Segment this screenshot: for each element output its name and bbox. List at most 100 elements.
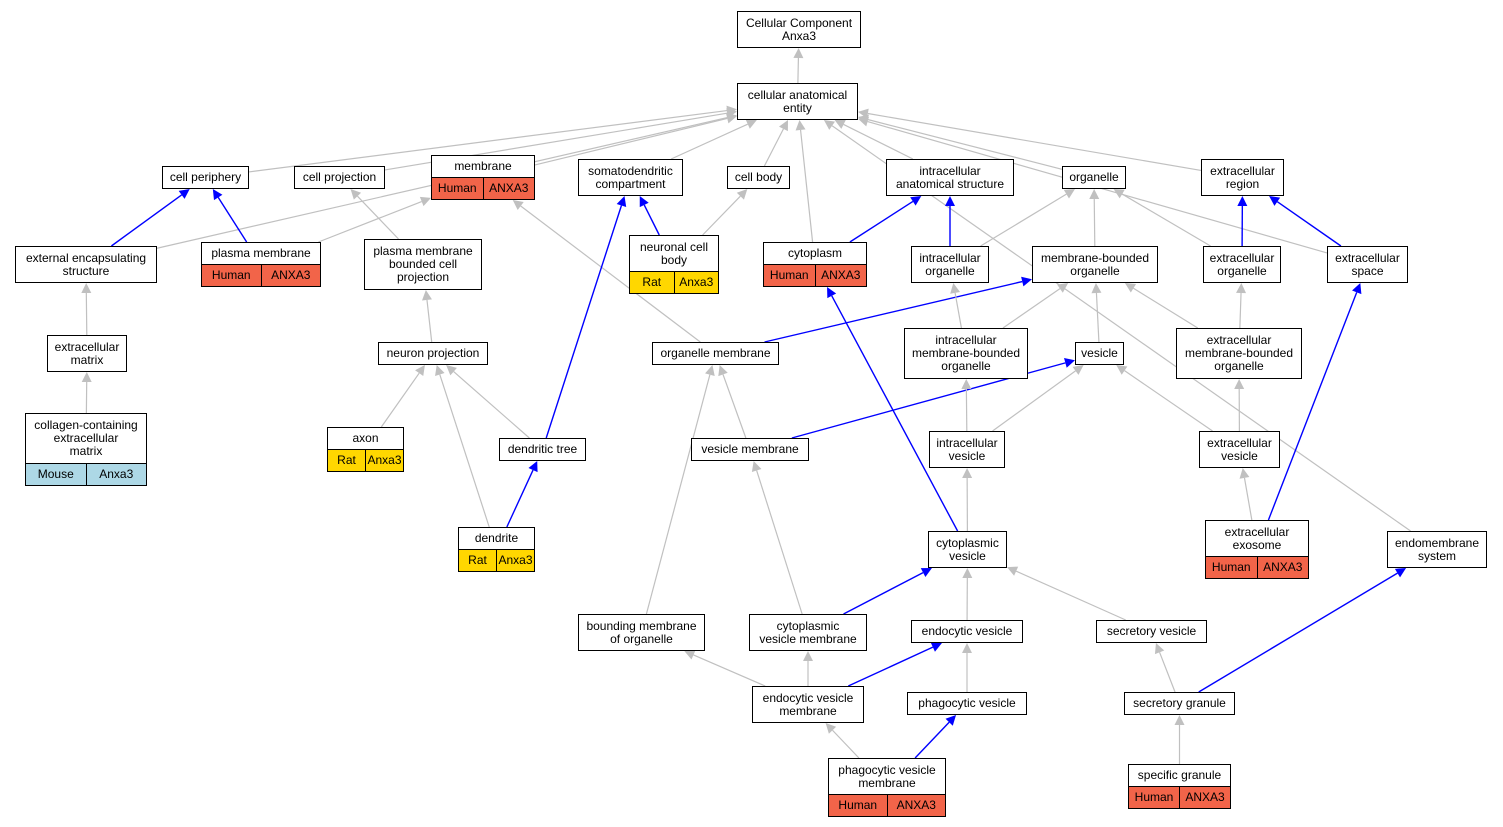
node-extracellular-membrane-bounded-organelle[interactable]: extracellular membrane-bounded organelle [1176, 328, 1302, 379]
node-membrane-bounded-organelle[interactable]: membrane-bounded organelle [1032, 246, 1158, 283]
node-cytoplasmic-vesicle-membrane[interactable]: cytoplasmic vesicle membrane [749, 614, 867, 651]
node-organelle[interactable]: organelle [1062, 166, 1126, 189]
node-intracellular-organelle[interactable]: intracellular organelle [911, 246, 989, 283]
species-badge: Human [764, 265, 815, 286]
edge-membrane-to-cae [534, 117, 728, 166]
edge-secgran-to-endomem [1198, 572, 1398, 693]
node-label: intracellular anatomical structure [895, 163, 1005, 191]
edge-neuproj-to-pmbcp [426, 299, 433, 343]
edge-axon-to-neuproj [380, 372, 420, 428]
edge-arrowhead [528, 461, 538, 473]
edge-imbo-to-mbo [1002, 288, 1061, 329]
node-intracellular-anatomical-structure[interactable]: intracellular anatomical structure [886, 159, 1014, 196]
edge-bmo-to-orgmem [645, 374, 711, 615]
node-neuron-projection[interactable]: neuron projection [378, 342, 488, 365]
node-label: axon [352, 431, 379, 445]
edge-arrowhead [718, 365, 728, 377]
edge-arrowhead [1124, 283, 1137, 293]
edge-pmbcp-to-cellproj [357, 195, 399, 240]
node-secretory-granule[interactable]: secretory granule [1124, 692, 1235, 715]
edge-arrowhead [858, 116, 869, 127]
node-label: neuronal cell body [639, 239, 709, 267]
node-intracellular-vesicle[interactable]: intracellular vesicle [929, 431, 1005, 468]
edge-arrowhead [778, 120, 789, 132]
node-somatodendritic-compartment[interactable]: somatodendritic compartment [578, 159, 683, 196]
node-endomembrane-system[interactable]: endomembrane system [1387, 531, 1487, 568]
node-extracellular-organelle[interactable]: extracellular organelle [1203, 246, 1281, 283]
edge-arrowhead [910, 196, 922, 206]
node-label: Cellular Component Anxa3 [745, 15, 853, 43]
node-label: plasma membrane [211, 246, 311, 260]
edge-arrowhead [81, 283, 92, 294]
edge-ncb-to-cellbody [702, 195, 741, 236]
edge-embo-to-extorg [1239, 292, 1242, 329]
node-cellular-component-root[interactable]: Cellular Component Anxa3 [737, 11, 861, 48]
node-intracellular-membrane-bounded-organelle[interactable]: intracellular membrane-bounded organelle [904, 328, 1028, 379]
node-label: external encapsulating structure [25, 250, 147, 278]
node-external-encapsulating-structure[interactable]: external encapsulating structure [15, 246, 157, 283]
edge-cellper-to-cae [248, 109, 728, 173]
edge-arrowhead [1007, 566, 1019, 576]
node-cell-body[interactable]: cell body [727, 166, 790, 189]
node-extracellular-vesicle[interactable]: extracellular vesicle [1199, 431, 1280, 468]
edge-imbo-to-intorg [954, 292, 963, 329]
node-cell-projection[interactable]: cell projection [294, 166, 385, 189]
node-bounding-membrane-of-organelle[interactable]: bounding membrane of organelle [578, 614, 705, 651]
edge-vesmem-to-orgmem [722, 374, 747, 439]
edge-extencap-to-cellper [110, 194, 183, 247]
edge-arrowhead [920, 568, 932, 578]
edge-dentree-to-somato [545, 205, 623, 439]
edge-arrowhead [795, 120, 806, 131]
node-plasma-membrane-bounded-cell-projection[interactable]: plasma membrane bounded cell projection [364, 239, 482, 290]
edge-arrowhead [962, 643, 972, 653]
node-secretory-vesicle[interactable]: secretory vesicle [1096, 620, 1207, 643]
node-label: cytoplasmic vesicle membrane [759, 618, 857, 646]
edge-arrowhead [803, 651, 813, 661]
node-vesicle-membrane[interactable]: vesicle membrane [691, 438, 809, 461]
node-label: cell body [734, 170, 783, 184]
edge-pvm-to-evm [832, 729, 860, 759]
edge-arrowhead [1116, 365, 1128, 375]
node-dendritic-tree[interactable]: dendritic tree [499, 438, 586, 461]
node-cellular-anatomical-entity[interactable]: cellular anatomical entity [737, 83, 858, 120]
node-extracellular-region[interactable]: extracellular region [1201, 159, 1284, 196]
node-collagen-containing-extracellular-matrix[interactable]: collagen-containing extracellular matrix… [25, 413, 147, 486]
node-label: extracellular exosome [1224, 524, 1290, 552]
edge-arrowhead [616, 196, 627, 208]
node-label: organelle [1069, 170, 1119, 184]
node-vesicle[interactable]: vesicle [1075, 342, 1124, 365]
node-extracellular-matrix[interactable]: extracellular matrix [47, 335, 127, 372]
node-label: membrane-bounded organelle [1040, 250, 1150, 278]
node-cytoplasmic-vesicle[interactable]: cytoplasmic vesicle [928, 531, 1007, 568]
node-label: dendritic tree [507, 442, 578, 456]
node-endocytic-vesicle[interactable]: endocytic vesicle [911, 620, 1023, 643]
edge-arrowhead [415, 365, 425, 377]
edge-secgran-to-secves [1159, 652, 1176, 693]
edge-extexo-to-extspace [1267, 292, 1358, 521]
node-endocytic-vesicle-membrane[interactable]: endocytic vesicle membrane [752, 686, 864, 723]
edge-cytves-to-cytoplasm [831, 295, 959, 532]
node-extracellular-space[interactable]: extracellular space [1327, 246, 1408, 283]
node-label: specific granule [1137, 768, 1222, 782]
node-organelle-membrane[interactable]: organelle membrane [652, 342, 779, 365]
node-phagocytic-vesicle[interactable]: phagocytic vesicle [907, 692, 1027, 715]
node-cell-periphery[interactable]: cell periphery [162, 166, 249, 189]
edge-evm-to-endoves [848, 646, 934, 687]
node-label: endocytic vesicle membrane [762, 690, 854, 718]
edge-arrowhead [1064, 358, 1075, 368]
edge-arrowhead [419, 196, 431, 207]
node-label: plasma membrane bounded cell projection [373, 244, 473, 284]
edge-arrowhead [962, 568, 973, 579]
